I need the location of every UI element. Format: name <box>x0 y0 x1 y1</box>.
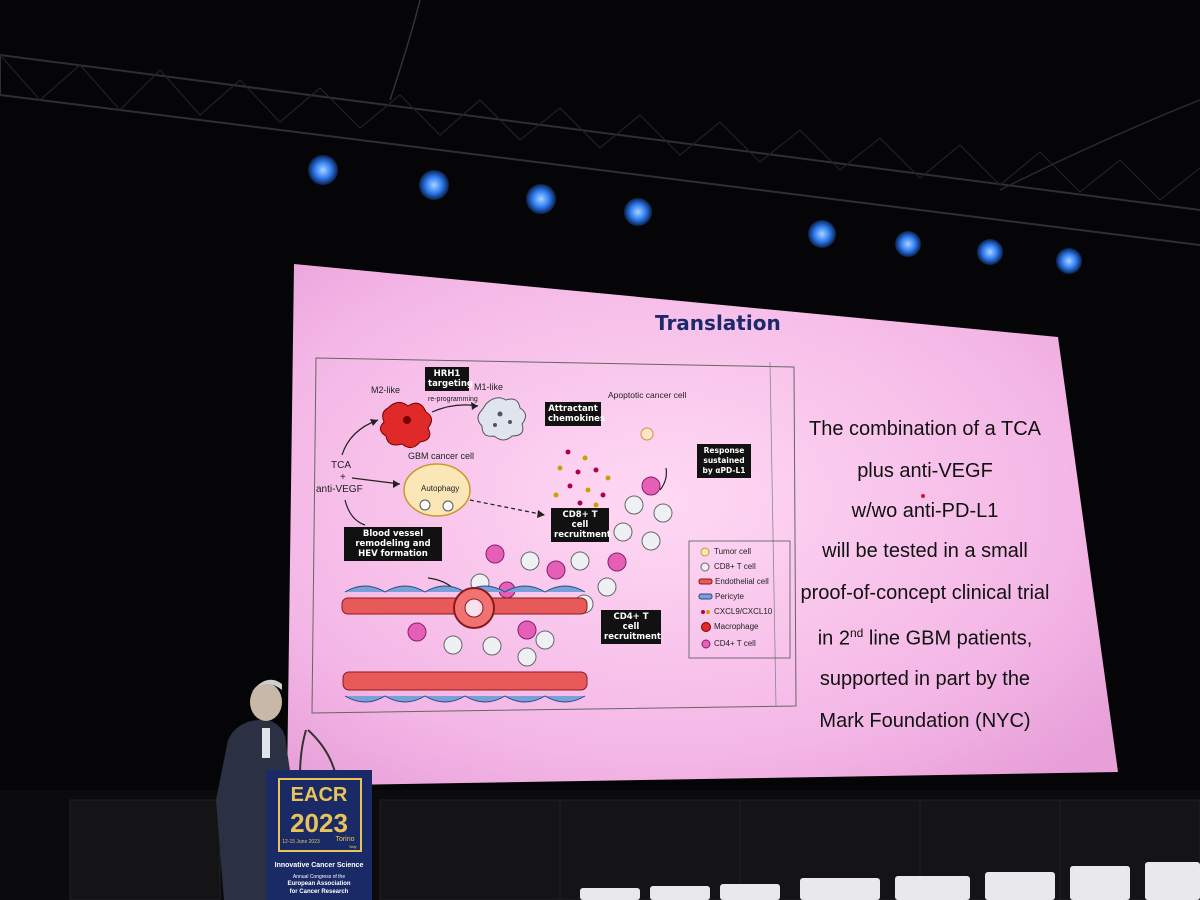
label-plus: + <box>340 472 346 483</box>
slide-body-line-8: Mark Foundation (NYC) <box>819 710 1031 732</box>
m2-macrophage-icon <box>380 402 432 448</box>
legend-item: Pericyte <box>715 592 744 601</box>
legend-item: CD8+ T cell <box>714 562 756 571</box>
label-m1: M1-like <box>474 382 504 392</box>
label-antivegf: anti-VEGF <box>316 484 363 495</box>
slide-title: Translation <box>655 311 781 335</box>
stage-truss <box>0 0 1200 274</box>
legend-swatches <box>698 547 713 649</box>
line6-sup: nd <box>849 626 864 640</box>
label-gbm: GBM cancer cell <box>408 451 475 461</box>
chemokine-dots <box>553 449 611 508</box>
slide-body-line-7: supported in part by the <box>819 668 1031 690</box>
podium-subline-3: for Cancer Research <box>289 889 349 895</box>
box-attractant: Attractant chemokines <box>545 402 605 426</box>
podium-brand: EACR <box>290 784 348 806</box>
line6-rest: line GBM patients, <box>868 627 1033 650</box>
t-cells <box>407 476 673 667</box>
blood-vessel-icon <box>341 585 588 703</box>
legend-item: CXCL9/CXCL10 <box>714 607 773 616</box>
box-response: Response sustained by αPD-L1 <box>697 444 751 478</box>
label-m2: M2-like <box>371 385 401 395</box>
label-reprogramming: re-programming <box>428 396 478 403</box>
box-blood-vessel: Blood vessel remodeling and HEV formatio… <box>344 527 442 561</box>
box-cd4: CD4+ T cell recruitment <box>601 610 661 644</box>
audience-chairs <box>580 862 1200 900</box>
podium-city: Torino <box>335 836 355 843</box>
apoptotic-cell-icon <box>640 427 654 441</box>
legend-item: Tumor cell <box>714 547 752 556</box>
legend-item: Endothelial cell <box>715 577 769 586</box>
legend-item: CD4+ T cell <box>714 639 756 648</box>
podium-country: Italy <box>349 844 357 849</box>
slide-body-line-3: w/wo anti-PD-L1 <box>851 500 999 522</box>
legend-item: Macrophage <box>714 622 759 631</box>
line6-prefix: in 2 <box>817 627 850 650</box>
podium-dates: 12-15 June 2023 <box>282 839 320 845</box>
podium-year: 2023 <box>290 808 348 838</box>
laser-pointer-dot <box>921 494 925 498</box>
podium-logo-frame <box>278 778 362 852</box>
label-apoptotic: Apoptotic cancer cell <box>608 390 687 400</box>
m1-macrophage-icon <box>477 397 526 441</box>
gbm-cancer-cell-icon <box>403 463 471 517</box>
slide-body-line-2: plus anti-VEGF <box>857 460 993 482</box>
podium-tagline: Innovative Cancer Science <box>274 862 364 869</box>
podium-subline-1: Annual Congress of the <box>292 874 346 880</box>
slide-body-line-5: proof-of-concept clinical trial <box>800 582 1050 604</box>
box-cd8: CD8+ T cell recruitment <box>551 508 611 542</box>
podium-sign: EACR 2023 12-15 June 2023 Torino Italy I… <box>266 770 372 900</box>
stage-light-icon <box>308 155 1082 274</box>
slide-body-line-4: will be tested in a small <box>822 540 1028 562</box>
slide-body-line-6: in 2nd line GBM patients, <box>790 626 1060 651</box>
box-hrh1: HRH1 targeting <box>425 367 473 391</box>
label-tca: TCA <box>331 460 351 471</box>
label-autophagy: Autophagy <box>421 484 460 493</box>
podium-subline-2: European Association <box>287 881 351 887</box>
slide-body-line-1: The combination of a TCA <box>809 418 1041 440</box>
